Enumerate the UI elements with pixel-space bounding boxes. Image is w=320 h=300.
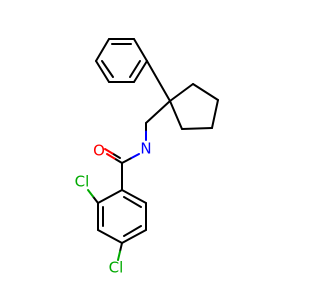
phenyl-double-2	[129, 60, 141, 78]
cq-to-ch2-bond	[145, 100, 171, 124]
atom-label-chlorine-ortho: Cl	[75, 173, 90, 191]
cyclopentane-bond-3	[181, 127, 213, 130]
structure-diagram: O N Cl Cl	[74, 38, 219, 277]
n-to-carbonyl-bond-b	[121, 157, 132, 164]
ortho-cl-bond-a	[92, 195, 99, 204]
para-cl-bond-b	[117, 250, 121, 261]
atom-label-chlorine-para: Cl	[109, 259, 124, 277]
phenyl-bond-1	[133, 38, 148, 62]
n-to-carbonyl-bond-a	[129, 153, 140, 160]
carbonyl-double-2-b	[104, 148, 114, 155]
aryl-double-2	[123, 225, 142, 237]
atom-label-nitrogen: N	[140, 140, 151, 158]
cyclopentane-bond-1	[192, 83, 219, 101]
aryl-bond-0	[121, 189, 147, 204]
cyclopentane-bond-2	[211, 99, 219, 129]
carbonyl-double-1-a	[113, 157, 123, 164]
phenyl-double-3	[101, 60, 114, 78]
para-cl-bond-a	[119, 242, 123, 253]
phenyl-bond-2	[133, 60, 148, 83]
phenyl-to-cq-bond	[146, 60, 171, 102]
phenyl-bond-5	[95, 38, 110, 62]
atom-label-layer: O N Cl Cl	[75, 140, 152, 277]
carbonyl-double-2-a	[111, 152, 121, 159]
carbonyl-double-1-b	[106, 153, 116, 160]
ortho-cl-bond-b	[87, 189, 94, 198]
aryl-bond-3	[97, 229, 123, 244]
bond-layer	[87, 38, 219, 261]
aryl-double-1	[123, 196, 142, 208]
aryl-bond-2	[121, 229, 147, 244]
cyclopentane-bond-4	[169, 100, 183, 130]
cyclopentane-bond-0	[169, 83, 194, 102]
aryl-bond-5	[97, 189, 123, 204]
phenyl-bond-4	[95, 60, 110, 83]
atom-label-oxygen: O	[93, 142, 105, 160]
